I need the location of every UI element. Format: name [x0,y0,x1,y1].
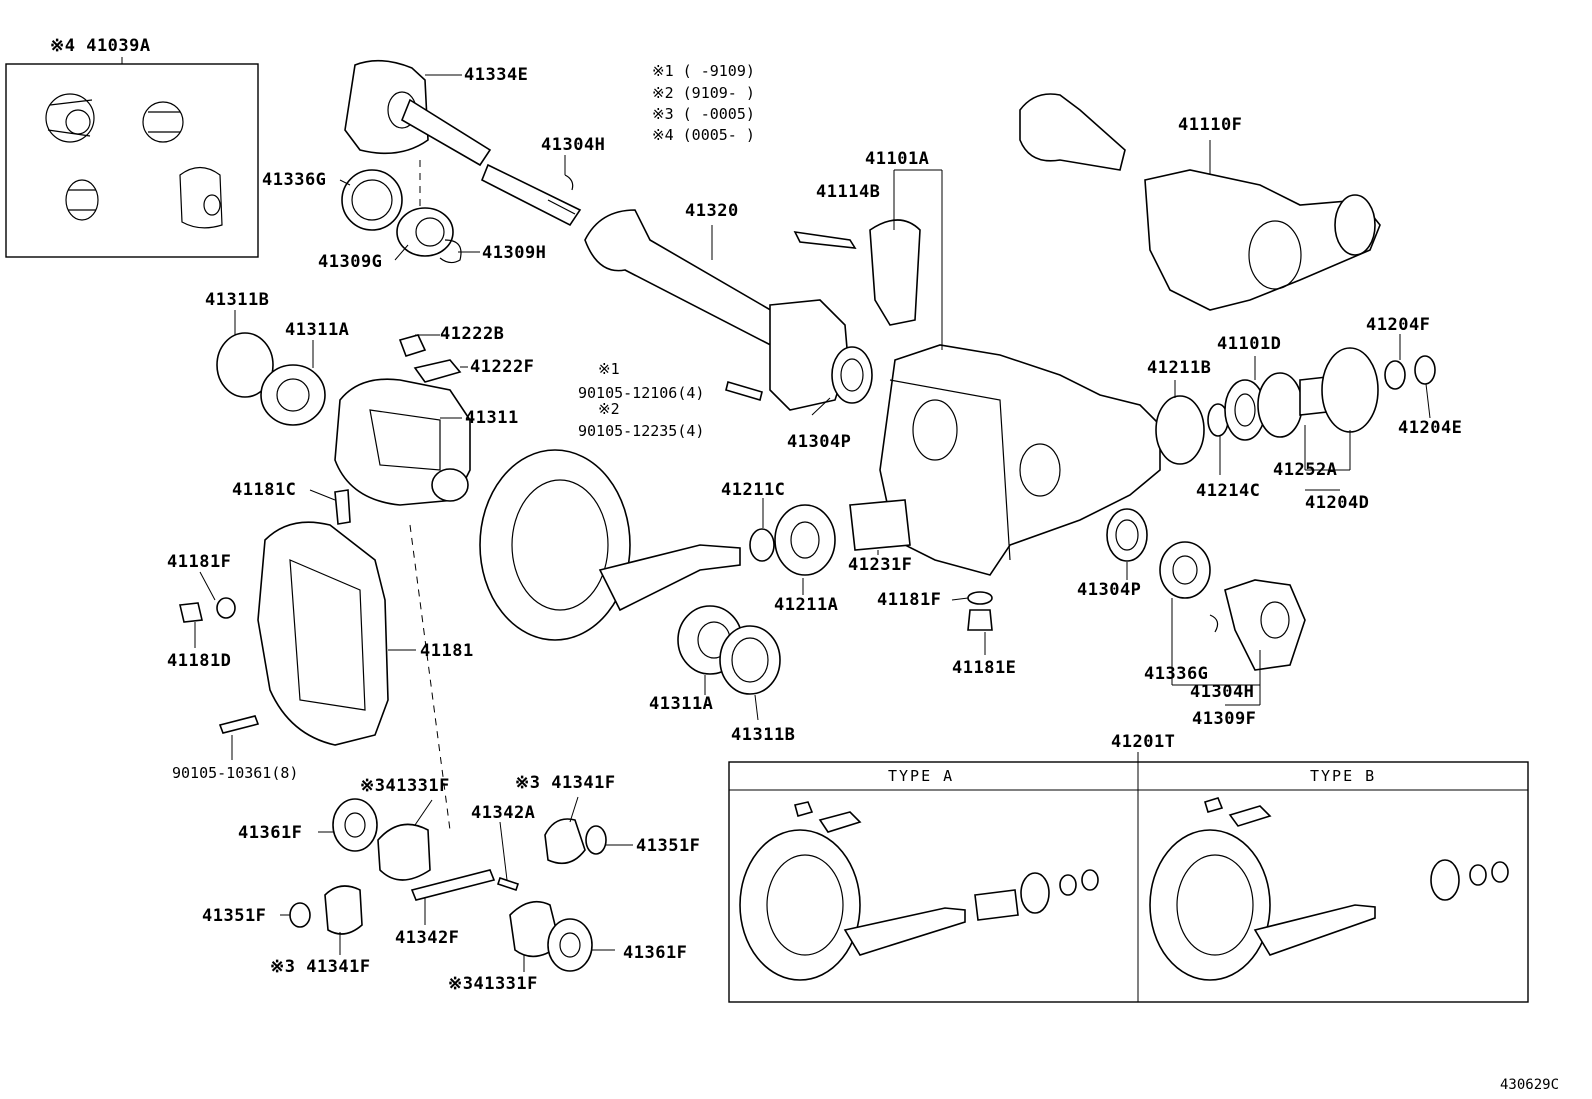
label-41351F-upper: 41351F [636,836,701,856]
label-41311: 41311 [465,408,519,428]
ring-gear-and-pinion [479,449,911,695]
carrier-assembly [1019,93,1381,311]
label-41311B-bottom: 41311B [731,725,796,745]
type-table [728,761,1529,1003]
label-41311A-top: 41311A [285,320,350,340]
type-a-header: TYPE A [888,767,955,785]
bolt-note-2-mark: ※2 [598,400,620,418]
label-41309G: 41309G [318,252,383,272]
label-41311A-bottom: 41311A [649,694,714,714]
label-41181: 41181 [420,641,474,661]
label-41342F: 41342F [395,928,460,948]
label-41231F: 41231F [848,555,913,575]
label-41114B: 41114B [816,182,881,202]
leader-lines [194,74,1431,972]
label-41181E: 41181E [952,658,1017,678]
legend-note-4: ※4 (0005- ) [652,126,755,144]
legend-note-2: ※2 (9109- ) [652,84,755,102]
label-41181F-right: 41181F [877,590,942,610]
label-41309H: 41309H [482,243,547,263]
bolt-note-1: 90105-12106(4) [578,384,705,402]
label-41304P-right: 41304P [1077,580,1142,600]
label-41341F-lower: ※3 41341F [270,957,371,977]
label-41309F: 41309F [1192,709,1257,729]
label-41201T: 41201T [1111,732,1176,752]
label-41181D: 41181D [167,651,232,671]
label-41039A: ※4 41039A [50,36,151,56]
label-41361F-lower: 41361F [623,943,688,963]
differential-cover [179,521,451,831]
label-41320: 41320 [685,201,739,221]
label-41101D: 41101D [1217,334,1282,354]
label-41252A: 41252A [1273,460,1338,480]
label-41101A: 41101A [865,149,930,169]
label-41342A: 41342A [471,803,536,823]
kit-41039A-box [5,57,259,258]
label-41351F-lower: 41351F [202,906,267,926]
label-41361F-upper: 41361F [238,823,303,843]
bolt-note-2: 90105-12235(4) [578,422,705,440]
differential-case [216,332,471,525]
type-b-header: TYPE B [1310,767,1377,785]
label-41331F-upper: ※341331F [360,776,450,796]
label-41181C: 41181C [232,480,297,500]
carrier-housing [793,219,1161,576]
label-41222F: 41222F [470,357,535,377]
label-41334E: 41334E [464,65,529,85]
label-41304P-top: 41304P [787,432,852,452]
label-41211B: 41211B [1147,358,1212,378]
label-41214C: 41214C [1196,481,1261,501]
axle-shaft-upper [341,59,582,264]
label-41204F: 41204F [1366,315,1431,335]
label-41211A: 41211A [774,595,839,615]
drain-plug-parts [967,541,1306,671]
label-41181F-left: 41181F [167,552,232,572]
spider-gears [289,798,607,972]
label-41331F-lower: ※341331F [448,974,538,994]
label-41341F-upper: ※3 41341F [515,773,616,793]
label-41304H-top: 41304H [541,135,606,155]
label-41110F: 41110F [1178,115,1243,135]
bolt-note-1-mark: ※1 [598,360,620,378]
pinion-side-parts [1106,347,1436,562]
label-41336G-right: 41336G [1144,664,1209,684]
label-41204E: 41204E [1398,418,1463,438]
label-41211C: 41211C [721,480,786,500]
axle-tube [584,209,873,411]
label-41222B: 41222B [440,324,505,344]
catalog-id: 430629C [1500,1077,1560,1093]
label-41204D: 41204D [1305,493,1370,513]
legend-note-3: ※3 ( -0005) [652,105,755,123]
label-41304H-right: 41304H [1190,682,1255,702]
label-90105-10361: 90105-10361(8) [172,764,299,782]
legend-note-1: ※1 ( -9109) [652,62,755,80]
label-41311B-top: 41311B [205,290,270,310]
label-41336G-top: 41336G [262,170,327,190]
